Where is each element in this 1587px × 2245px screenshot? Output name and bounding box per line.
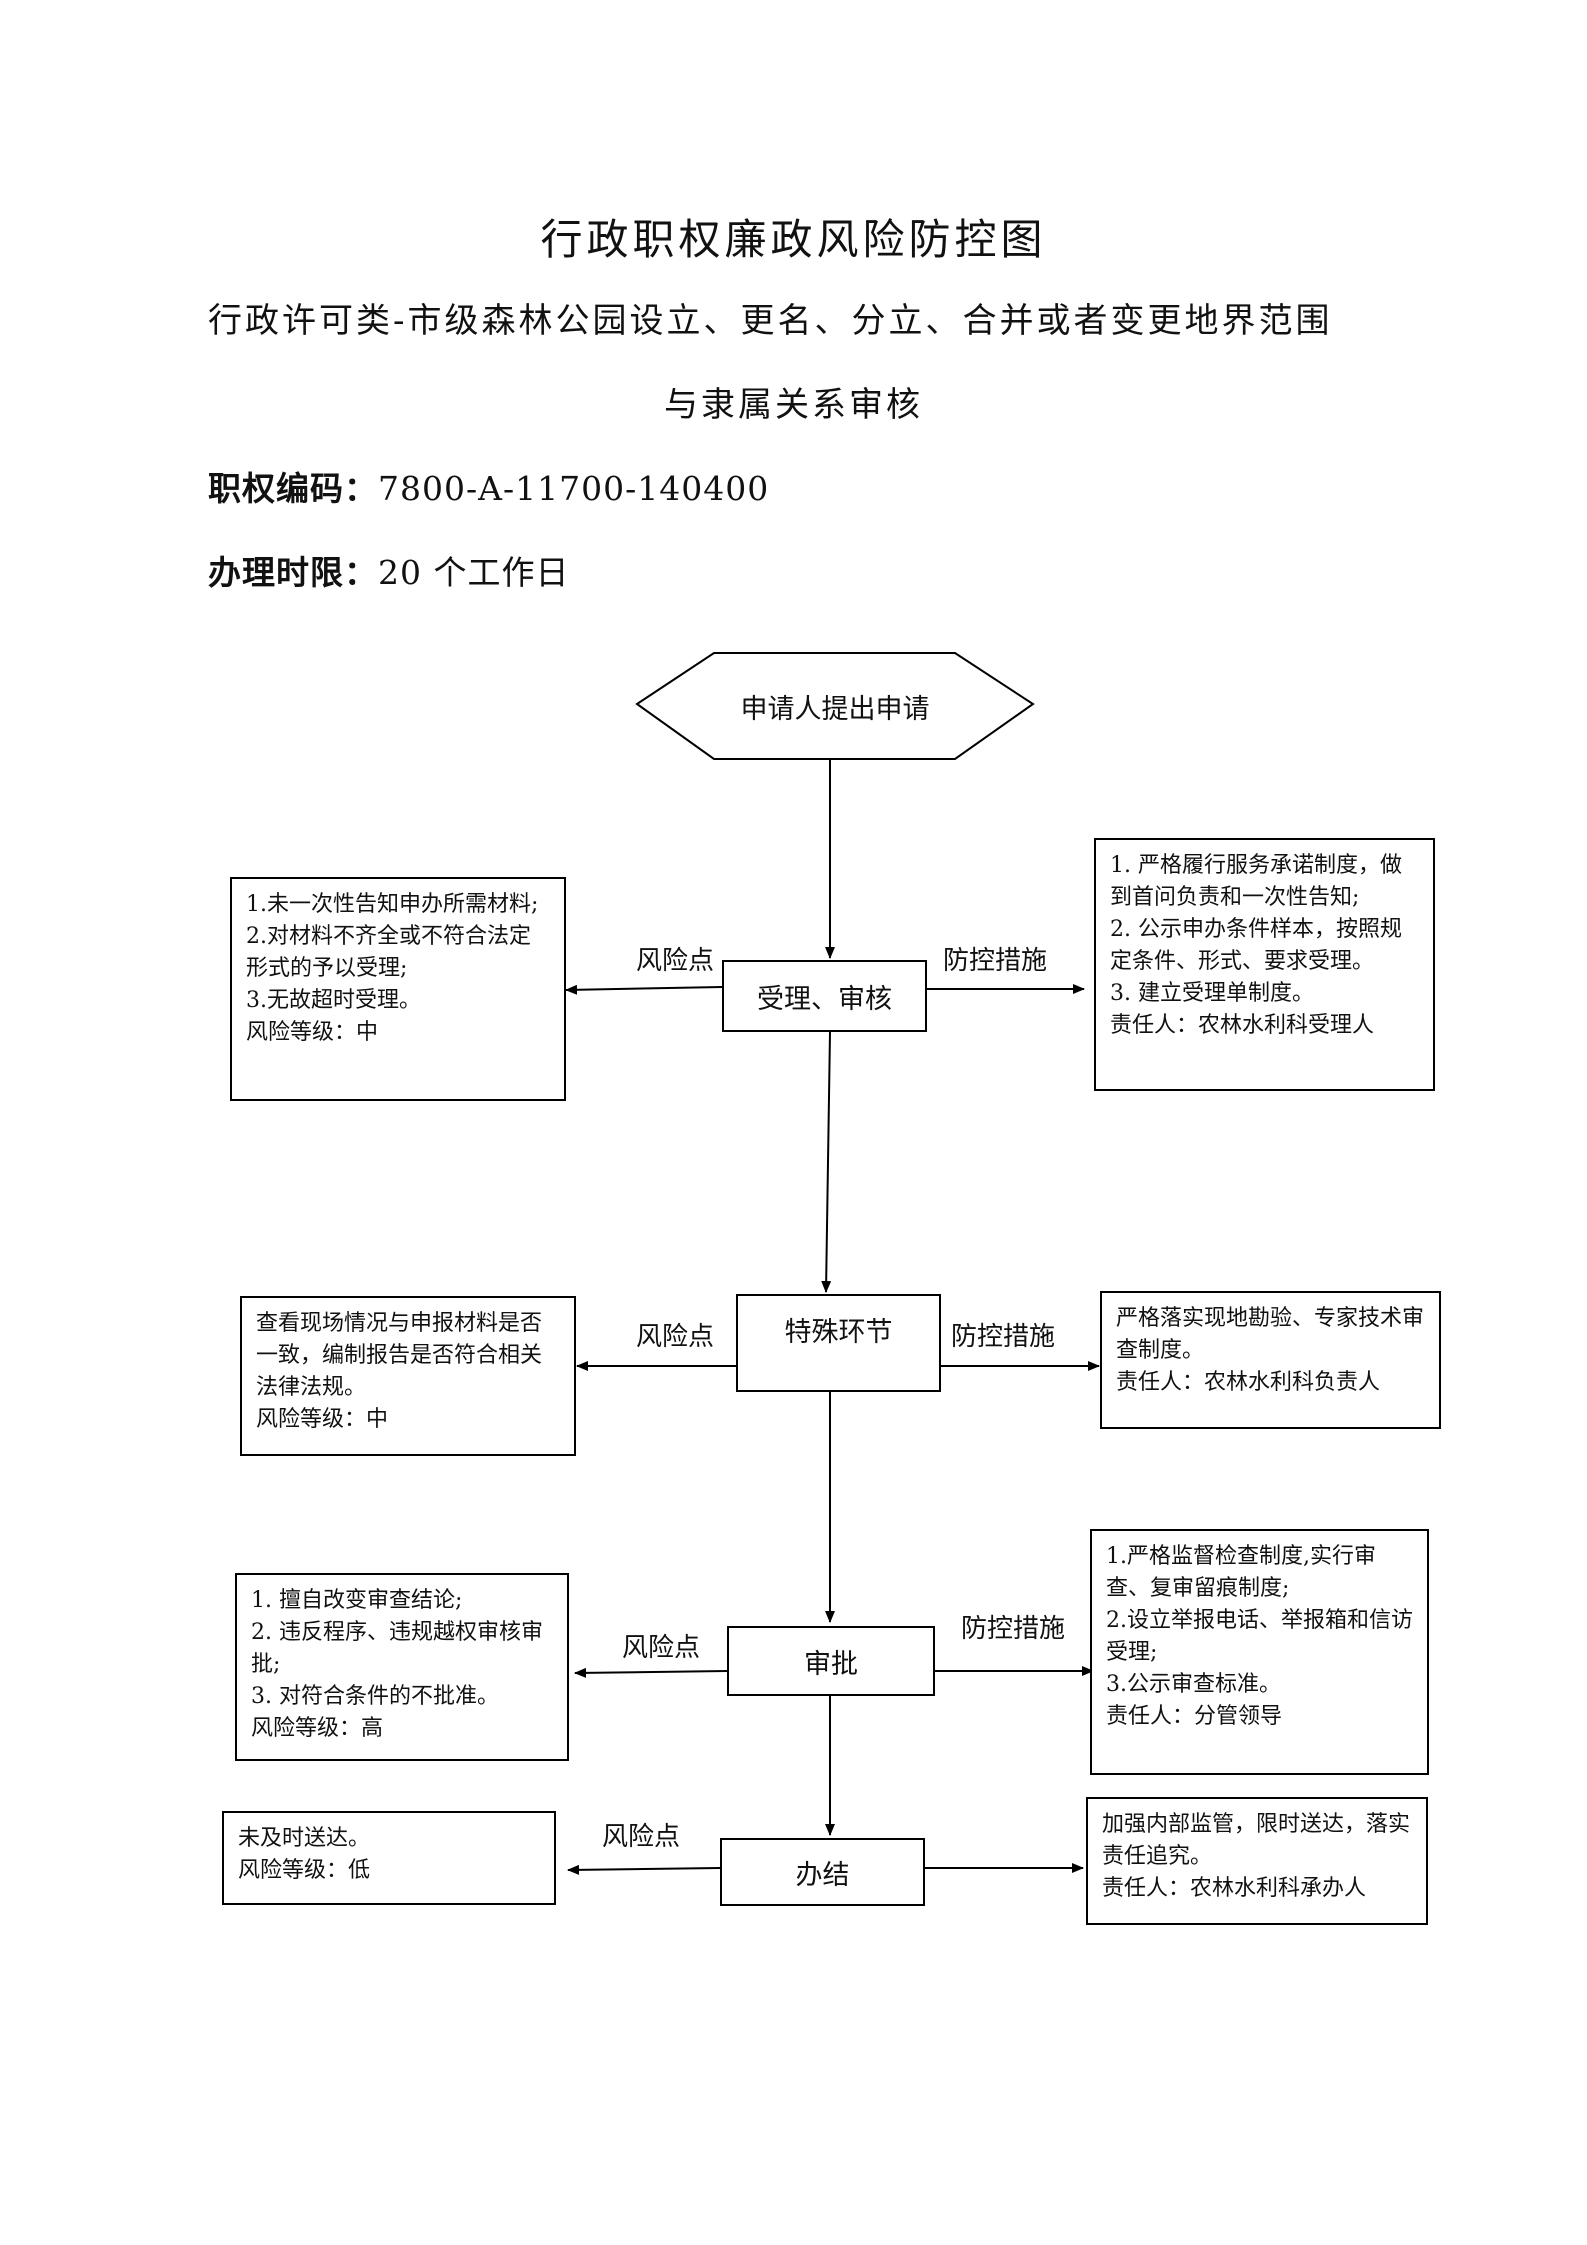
control-label: 防控措施 (961, 1614, 1066, 1644)
risk-box-special: 查看现场情况与申报材料是否一致，编制报告是否符合相关法律法规。 风险等级：中 (240, 1296, 576, 1456)
power-code-label: 职权编码： (208, 469, 378, 508)
control-item: 3. 建立受理单制度。 (1110, 981, 1314, 1006)
page-title: 行政职权廉政风险防控图 (540, 215, 1047, 264)
step-special: 特殊环节 (736, 1294, 941, 1392)
start-label: 申请人提出申请 (740, 694, 930, 725)
risk-box-accept: 1.未一次性告知申办所需材料; 2.对材料不齐全或不符合法定形式的予以受理; 3… (230, 877, 566, 1101)
risk-label: 风险点 (622, 1633, 701, 1663)
power-code: 职权编码：7800-A-11700-140400 (208, 462, 769, 510)
control-label: 防控措施 (943, 946, 1048, 976)
risk-item: 2. 违反程序、违规越权审核审批; (251, 1620, 543, 1677)
arrow-accept-to-special (821, 1031, 832, 1293)
control-box-accept: 1. 严格履行服务承诺制度，做到首问负责和一次性告知; 2. 公示申办条件样本，… (1094, 838, 1435, 1091)
control-item: 加强内部监管，限时送达，落实责任追究。 (1102, 1812, 1411, 1869)
control-box-finish: 加强内部监管，限时送达，落实责任追究。 责任人：农林水利科承办人 (1086, 1797, 1428, 1925)
risk-level: 风险等级：中 (246, 1020, 379, 1045)
risk-item: 1.未一次性告知申办所需材料; (246, 892, 539, 917)
responsible-person: 责任人：农林水利科承办人 (1102, 1876, 1367, 1901)
risk-box-approve: 1. 擅自改变审查结论; 2. 违反程序、违规越权审核审批; 3. 对符合条件的… (235, 1573, 569, 1761)
control-item: 3.公示审查标准。 (1106, 1672, 1281, 1697)
risk-label: 风险点 (636, 946, 715, 976)
risk-item: 3.无故超时受理。 (246, 988, 421, 1013)
control-item: 2.设立举报电话、举报箱和信访受理; (1106, 1608, 1413, 1665)
time-limit-label: 办理时限： (208, 553, 378, 592)
control-item: 严格落实现地勘验、专家技术审查制度。 (1116, 1306, 1425, 1363)
risk-level: 风险等级：中 (256, 1407, 389, 1432)
power-code-value: 7800-A-11700-140400 (378, 469, 770, 508)
risk-label: 风险点 (602, 1822, 681, 1852)
subtitle-line-2: 与隶属关系审核 (664, 385, 923, 425)
responsible-person: 责任人：农林水利科受理人 (1110, 1013, 1375, 1038)
control-box-approve: 1.严格监督检查制度,实行审查、复审留痕制度; 2.设立举报电话、举报箱和信访受… (1090, 1529, 1429, 1775)
step-approve: 审批 (727, 1626, 935, 1696)
control-item: 1. 严格履行服务承诺制度，做到首问负责和一次性告知; (1110, 853, 1402, 910)
responsible-person: 责任人：分管领导 (1106, 1704, 1283, 1729)
arrow-approve-risk (574, 1667, 728, 1678)
arrow-finish-risk (567, 1864, 721, 1875)
risk-item: 查看现场情况与申报材料是否一致，编制报告是否符合相关法律法规。 (256, 1311, 543, 1400)
step-accept-review: 受理、审核 (722, 960, 927, 1032)
risk-item: 3. 对符合条件的不批准。 (251, 1684, 499, 1709)
risk-box-finish: 未及时送达。 风险等级：低 (222, 1811, 556, 1905)
step-finish: 办结 (720, 1838, 925, 1906)
risk-item: 未及时送达。 (238, 1826, 371, 1851)
subtitle-line-1: 行政许可类-市级森林公园设立、更名、分立、合并或者变更地界范围 (208, 301, 1333, 341)
control-item: 2. 公示申办条件样本，按照规定条件、形式、要求受理。 (1110, 917, 1402, 974)
responsible-person: 责任人：农林水利科负责人 (1116, 1370, 1381, 1395)
risk-level: 风险等级：低 (238, 1858, 371, 1883)
control-item: 1.严格监督检查制度,实行审查、复审留痕制度; (1106, 1544, 1376, 1601)
risk-item: 1. 擅自改变审查结论; (251, 1588, 463, 1613)
risk-level: 风险等级：高 (251, 1716, 384, 1741)
time-limit: 办理时限：20 个工作日 (208, 546, 569, 594)
control-label: 防控措施 (951, 1322, 1056, 1352)
time-limit-value: 20 个工作日 (378, 553, 570, 592)
arrow-accept-risk (565, 984, 723, 995)
start-hexagon (635, 652, 1035, 760)
risk-item: 2.对材料不齐全或不符合法定形式的予以受理; (246, 924, 531, 981)
control-box-special: 严格落实现地勘验、专家技术审查制度。 责任人：农林水利科负责人 (1100, 1291, 1441, 1429)
risk-label: 风险点 (636, 1322, 715, 1352)
